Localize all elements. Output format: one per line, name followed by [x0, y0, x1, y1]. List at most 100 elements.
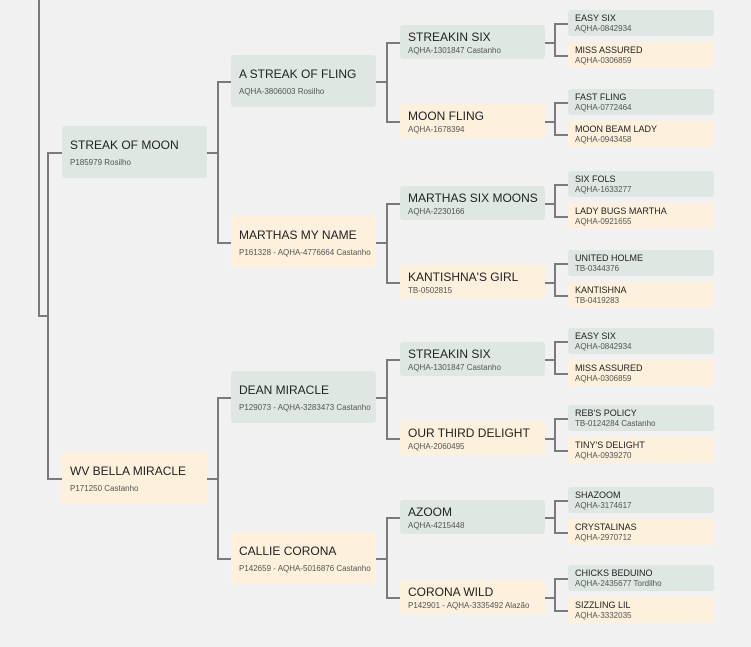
- g4-tick-line: [554, 341, 568, 343]
- horse-registration: AQHA-0842934: [575, 342, 632, 351]
- g1-stem-line: [207, 152, 218, 154]
- g3-tick-line: [386, 438, 400, 440]
- horse-registration: P161328 - AQHA-4776664 Castanho: [239, 247, 371, 257]
- g4-bracket-line: [554, 578, 556, 612]
- g3-tick-line: [386, 282, 400, 284]
- g3-stem-line: [545, 121, 555, 123]
- g1-stem-line: [207, 478, 218, 480]
- g2-stem-line: [376, 242, 387, 244]
- g3-stem-line: [545, 597, 555, 599]
- g4-tick-line: [554, 263, 568, 265]
- horse-registration: AQHA-0772464: [575, 103, 632, 112]
- horse-registration: AQHA-3332035: [575, 611, 632, 620]
- horse-registration: AQHA-0306859: [575, 56, 632, 65]
- g3-stem-line: [545, 282, 555, 284]
- g4-bracket-line: [554, 500, 556, 534]
- horse-registration: TB-0344376: [575, 264, 620, 273]
- g4-bracket-line: [554, 263, 556, 297]
- horse-name: SIZZLING LIL: [575, 600, 631, 610]
- g4-tick-line: [554, 55, 568, 57]
- horse-registration: AQHA-2435677 Tordilho: [575, 579, 662, 588]
- g4-bracket-line: [554, 184, 556, 218]
- horse-registration: AQHA-3174617: [575, 501, 632, 510]
- g3-stem-line: [545, 359, 555, 361]
- horse-registration: AQHA-2060495: [408, 441, 465, 451]
- g3-bracket-line: [386, 203, 388, 284]
- horse-registration: TB-0124284 Castanho: [575, 419, 656, 428]
- horse-registration: AQHA-2970712: [575, 533, 632, 542]
- horse-registration: AQHA-0943458: [575, 135, 632, 144]
- g4-tick-line: [554, 500, 568, 502]
- horse-name: CORONA WILD: [408, 584, 494, 599]
- g3-tick-line: [386, 597, 400, 599]
- horse-name: SHAZOOM: [575, 490, 621, 500]
- horse-name: WV BELLA MIRACLE: [70, 463, 187, 478]
- g2-tick-line: [217, 558, 231, 560]
- g3-tick-line: [386, 203, 400, 205]
- g4-tick-line: [554, 373, 568, 375]
- horse-name: TINY'S DELIGHT: [575, 440, 645, 450]
- horse-name: EASY SIX: [575, 13, 616, 23]
- horse-registration: AQHA-0921655: [575, 217, 632, 226]
- g4-tick-line: [554, 610, 568, 612]
- horse-registration: AQHA-0939270: [575, 451, 632, 460]
- g2-stem-line: [376, 558, 387, 560]
- horse-name: LADY BUGS MARTHA: [575, 206, 667, 216]
- g3-stem-line: [545, 203, 555, 205]
- g4-bracket-line: [554, 23, 556, 57]
- horse-name: MISS ASSURED: [575, 363, 643, 373]
- g3-stem-line: [545, 438, 555, 440]
- g3-stem-line: [545, 517, 555, 519]
- g2-bracket-line: [217, 397, 219, 560]
- horse-registration: AQHA-1633277: [575, 185, 632, 194]
- horse-registration: P142659 - AQHA-5016876 Castanho: [239, 563, 371, 573]
- horse-name: KANTISHNA: [575, 285, 627, 295]
- g4-bracket-line: [554, 341, 556, 375]
- g2-bracket-line: [217, 81, 219, 244]
- g3-bracket-line: [386, 359, 388, 440]
- horse-registration: P142901 - AQHA-3335492 Alazão: [408, 600, 530, 610]
- g1-dam-box[interactable]: WV BELLA MIRACLE P171250 Castanho: [62, 452, 207, 504]
- horse-name: MOON FLING: [408, 108, 485, 123]
- horse-registration: P129073 - AQHA-3283473 Castanho: [239, 402, 371, 412]
- horse-registration: P171250 Castanho: [70, 483, 139, 493]
- g4-tick-line: [554, 295, 568, 297]
- horse-name: UNITED HOLME: [575, 253, 644, 263]
- horse-name: MISS ASSURED: [575, 45, 643, 55]
- g4-tick-line: [554, 134, 568, 136]
- g4-tick-line: [554, 184, 568, 186]
- g3-tick-line: [386, 121, 400, 123]
- horse-name: FAST FLING: [575, 92, 627, 102]
- horse-registration: AQHA-0306859: [575, 374, 632, 383]
